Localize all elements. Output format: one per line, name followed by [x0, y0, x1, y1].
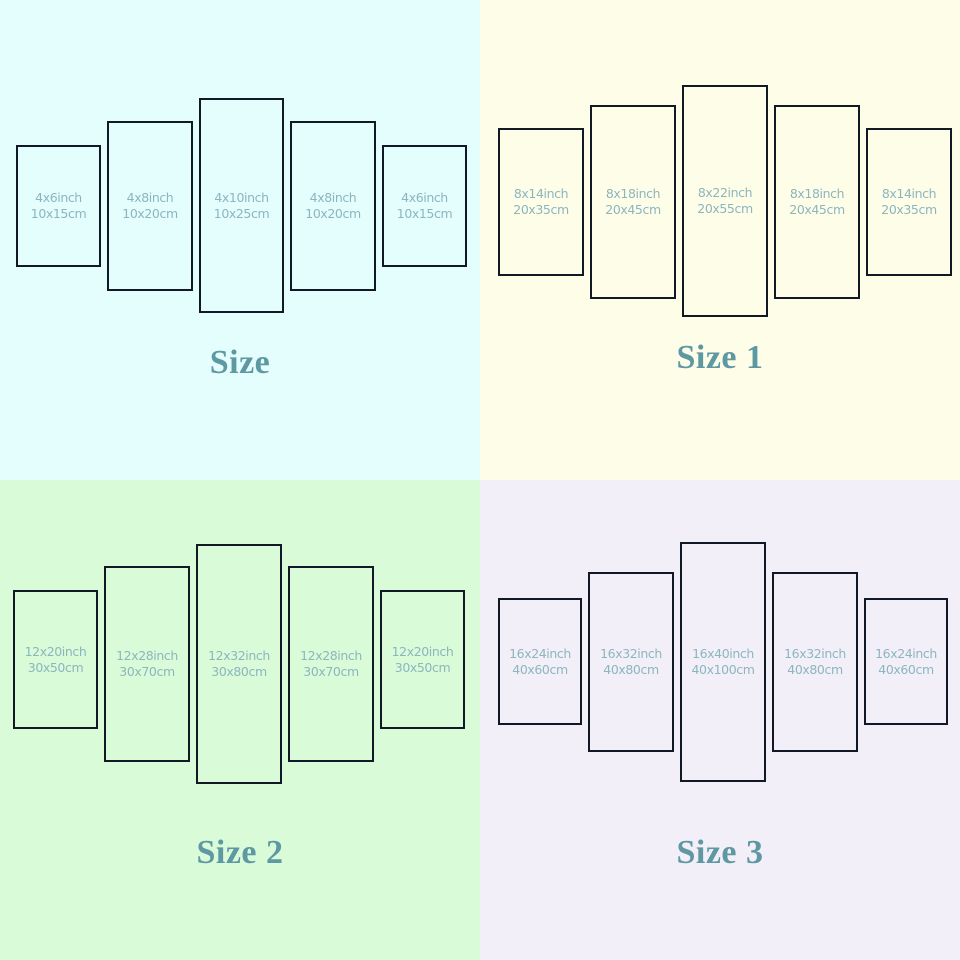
quadrant-title-size-3: Size 3 [676, 834, 764, 871]
panel-size-inch: 8x18inch [605, 186, 661, 201]
panel-size-inch: 16x24inch [509, 645, 571, 661]
panel-size-cm: 30x50cm [27, 659, 84, 675]
panel-size-inch: 12x28inch [300, 648, 362, 663]
panel-size-cm: 30x80cm [211, 664, 267, 679]
panel-size-inch: 4x10inch [214, 189, 269, 205]
panel-size-cm: 40x100cm [691, 662, 755, 677]
panel-size-inch: 16x32inch [600, 646, 662, 661]
panel-size-inch: 12x28inch [116, 648, 178, 663]
panel-size-inch: 4x6inch [35, 190, 82, 205]
panel-size-inch: 4x6inch [401, 190, 448, 205]
panel-size-inch: 12x20inch [24, 643, 87, 659]
panel-size-cm: 20x35cm [881, 202, 937, 217]
panel-size-inch: 4x8inch [126, 190, 174, 205]
panel-size-cm: 30x70cm [303, 664, 359, 679]
panel-size-inch: 16x40inch [692, 646, 754, 661]
panel-size-inch: 8x22inch [697, 185, 753, 200]
panel-size-cm: 20x35cm [513, 202, 569, 217]
panel-size-inch: 12x20inch [391, 643, 454, 659]
panel-size-inch: 4x8inch [309, 190, 357, 205]
panel-size-cm: 40x60cm [512, 661, 568, 677]
panel-size-cm: 10x15cm [30, 206, 87, 221]
panel-size-cm: 40x60cm [878, 661, 934, 677]
panel-size-inch: 16x32inch [784, 646, 846, 661]
panel-size-inch: 8x14inch [513, 186, 569, 201]
quadrant-title-size-2: Size 2 [196, 834, 284, 871]
panel-size-cm: 20x45cm [605, 202, 661, 217]
panel-size-cm: 30x70cm [119, 664, 175, 679]
panel-size-inch: 16x24inch [875, 645, 937, 661]
panel-size-cm: 30x50cm [394, 659, 451, 675]
quadrant-title-size: Size [209, 344, 271, 381]
panel-size-inch: 8x18inch [789, 186, 845, 201]
panel-size-cm: 20x55cm [697, 201, 753, 216]
panel-size-cm: 10x20cm [122, 206, 178, 221]
panel-size-inch: 12x32inch [208, 648, 270, 663]
panel-size-cm: 40x80cm [603, 662, 659, 677]
panel-size-cm: 10x15cm [396, 206, 453, 221]
panel-size-cm: 10x25cm [213, 205, 270, 221]
panel-size-cm: 10x20cm [305, 206, 361, 221]
panel-size-cm: 20x45cm [789, 202, 845, 217]
panel-size-cm: 40x80cm [787, 662, 843, 677]
panel-size-inch: 8x14inch [881, 186, 937, 201]
quadrant-title-size-1: Size 1 [676, 339, 764, 376]
